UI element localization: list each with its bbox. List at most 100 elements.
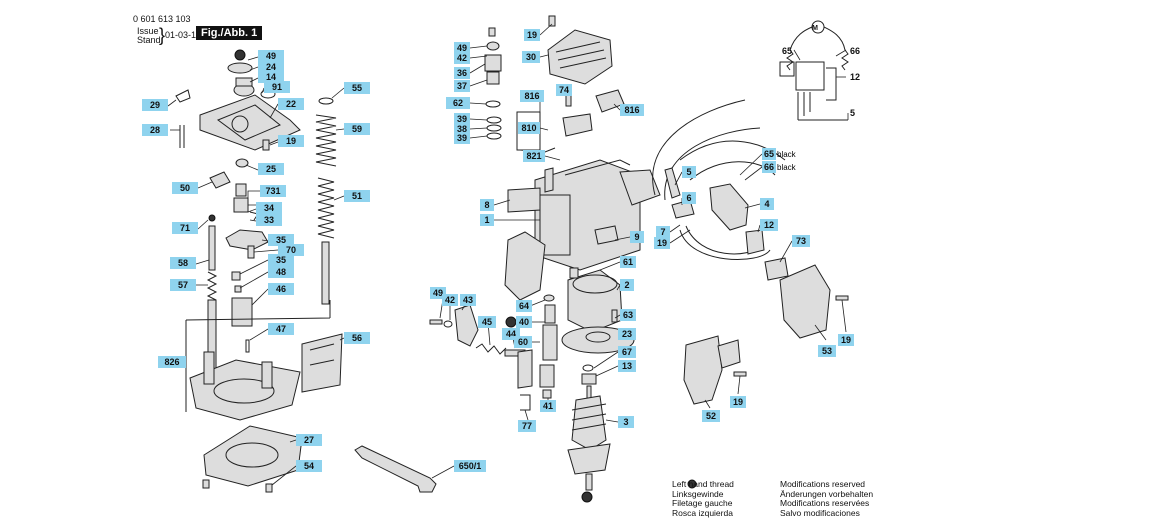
part-label: 52 (702, 410, 720, 422)
svg-text:49: 49 (266, 51, 276, 61)
part-labels: 49 24 14 91 22 29 28 19 25 50 731 34 33 … (142, 25, 860, 472)
part-label: 810 (518, 122, 540, 134)
svg-text:1: 1 (484, 215, 489, 225)
part-label: 7 (656, 226, 670, 238)
svg-text:59: 59 (352, 124, 362, 134)
part-label: 39 (454, 113, 470, 125)
part-label: 27 (296, 434, 322, 446)
part-label: 55 (344, 82, 370, 94)
part-label: 53 (818, 345, 836, 357)
part-label: 47 (268, 323, 294, 335)
svg-text:650/1: 650/1 (459, 461, 482, 471)
part-label: 731 (260, 185, 286, 197)
svg-text:19: 19 (841, 335, 851, 345)
part-label: 821 (523, 150, 545, 162)
part-label: 60 (514, 336, 532, 348)
lock-button-parts (429, 304, 533, 389)
part-label: 1 (480, 214, 494, 226)
marker-symbols (234, 49, 697, 503)
svg-text:22: 22 (286, 99, 296, 109)
wire-color-note: black (777, 163, 797, 172)
part-label: 56 (344, 332, 370, 344)
part-label: 61 (620, 256, 636, 268)
part-label: 28 (142, 124, 168, 136)
svg-text:43: 43 (463, 295, 473, 305)
figure-title: Fig./Abb. 1 (196, 26, 263, 40)
part-label: 45 (478, 316, 496, 328)
modification-note: Änderungen vorbehalten (780, 488, 874, 499)
svg-text:52: 52 (706, 411, 716, 421)
svg-text:53: 53 (822, 346, 832, 356)
svg-text:58: 58 (178, 258, 188, 268)
svg-text:9: 9 (634, 232, 639, 242)
wiring-label-5: 5 (850, 108, 855, 118)
svg-text:14: 14 (266, 72, 276, 82)
part-label: 42 (454, 52, 470, 64)
svg-text:37: 37 (457, 81, 467, 91)
part-label: 64 (516, 300, 532, 312)
part-label: 22 (278, 98, 304, 110)
issue-date: 01-03-16 (165, 30, 202, 40)
svg-text:65: 65 (764, 149, 774, 159)
svg-text:70: 70 (286, 245, 296, 255)
part-label: 46 (268, 283, 294, 295)
svg-text:33: 33 (264, 215, 274, 225)
svg-text:44: 44 (506, 329, 516, 339)
part-label: 42 (442, 294, 458, 306)
part-label: 24 (258, 61, 284, 73)
part-label: 39 (454, 132, 470, 144)
left-thread-note: Left hand thread (672, 479, 734, 489)
stand-label: Stand (137, 35, 161, 45)
modification-note: Modifications reserved (780, 479, 866, 489)
svg-text:40: 40 (519, 317, 529, 327)
router-base-plate (185, 300, 437, 493)
svg-text:816: 816 (524, 91, 539, 101)
part-label: 30 (522, 51, 540, 63)
part-label: 91 (264, 81, 290, 93)
svg-text:28: 28 (150, 125, 160, 135)
part-label: 19 (654, 237, 670, 249)
svg-text:48: 48 (276, 267, 286, 277)
svg-text:42: 42 (445, 295, 455, 305)
svg-text:61: 61 (623, 257, 633, 267)
issue-bracket: } (159, 25, 166, 45)
part-label: 40 (516, 316, 532, 328)
wiring-label-65: 65 (782, 46, 792, 56)
svg-text:45: 45 (482, 317, 492, 327)
depth-stop-turret-parts (175, 62, 301, 353)
svg-text:731: 731 (265, 186, 280, 196)
svg-text:91: 91 (272, 82, 282, 92)
svg-text:77: 77 (522, 421, 532, 431)
part-label: 5 (682, 166, 696, 178)
svg-text:23: 23 (622, 329, 632, 339)
svg-text:66: 66 (764, 162, 774, 172)
part-label: 19 (278, 135, 304, 147)
part-label: 67 (618, 346, 636, 358)
part-label: 3 (618, 416, 634, 428)
svg-text:36: 36 (457, 68, 467, 78)
svg-text:39: 39 (457, 133, 467, 143)
svg-text:3: 3 (623, 417, 628, 427)
wiring-label-66: 66 (850, 46, 860, 56)
left-thread-note: Linksgewinde (672, 488, 724, 499)
part-label: 34 (256, 202, 282, 214)
part-label: 35 (268, 234, 294, 246)
svg-text:55: 55 (352, 83, 362, 93)
svg-text:816: 816 (624, 105, 639, 115)
part-label: 12 (760, 219, 778, 231)
field-and-armature (520, 267, 635, 491)
svg-text:42: 42 (457, 53, 467, 63)
svg-text:41: 41 (543, 401, 553, 411)
left-thread-note: Rosca izquierda (672, 507, 733, 518)
part-label: 48 (268, 266, 294, 278)
svg-text:34: 34 (264, 203, 274, 213)
svg-text:24: 24 (266, 62, 276, 72)
svg-text:38: 38 (457, 124, 467, 134)
svg-text:19: 19 (527, 30, 537, 40)
svg-text:13: 13 (622, 361, 632, 371)
svg-text:46: 46 (276, 284, 286, 294)
handles (683, 257, 849, 405)
part-label: 62 (446, 97, 470, 109)
svg-text:35: 35 (276, 235, 286, 245)
